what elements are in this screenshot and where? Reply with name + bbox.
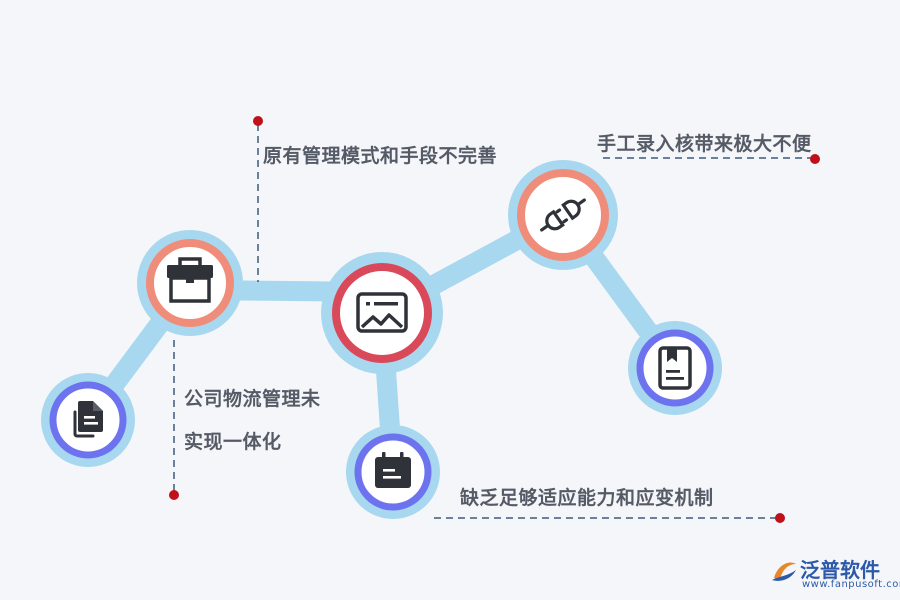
- node-docs: [41, 373, 135, 467]
- dot-bottom-right: [775, 513, 785, 523]
- node-image: [321, 252, 443, 374]
- logo-icon: [772, 562, 796, 581]
- dot-top: [253, 116, 263, 126]
- node-toolbox: [137, 230, 243, 336]
- leader-dots: [169, 116, 820, 523]
- node-plug: [508, 160, 618, 270]
- brand-logo: 泛普软件 www.fanpusoft.com: [770, 552, 900, 596]
- logo-name: 泛普软件: [800, 558, 880, 582]
- label-top: 原有管理模式和手段不完善: [263, 145, 498, 167]
- calendar-icon: [375, 452, 411, 488]
- label-left-line1: 公司物流管理未: [184, 388, 321, 410]
- logo-url: www.fanpusoft.com: [802, 579, 900, 590]
- label-top-right: 手工录入核带来极大不便: [597, 133, 812, 155]
- image-icon: [356, 292, 408, 333]
- dot-left: [169, 490, 179, 500]
- plug-icon: [540, 198, 586, 232]
- document-stack-icon: [73, 401, 103, 438]
- bookmark-book-icon: [658, 346, 692, 390]
- node-book: [628, 321, 722, 415]
- leader-lines: [173, 124, 813, 519]
- label-bottom-right: 缺乏足够适应能力和应变机制: [460, 487, 714, 509]
- node-calendar: [346, 425, 440, 519]
- toolbox-icon: [167, 257, 213, 303]
- dot-top-right: [810, 154, 820, 164]
- label-left-line2: 实现一体化: [184, 431, 282, 453]
